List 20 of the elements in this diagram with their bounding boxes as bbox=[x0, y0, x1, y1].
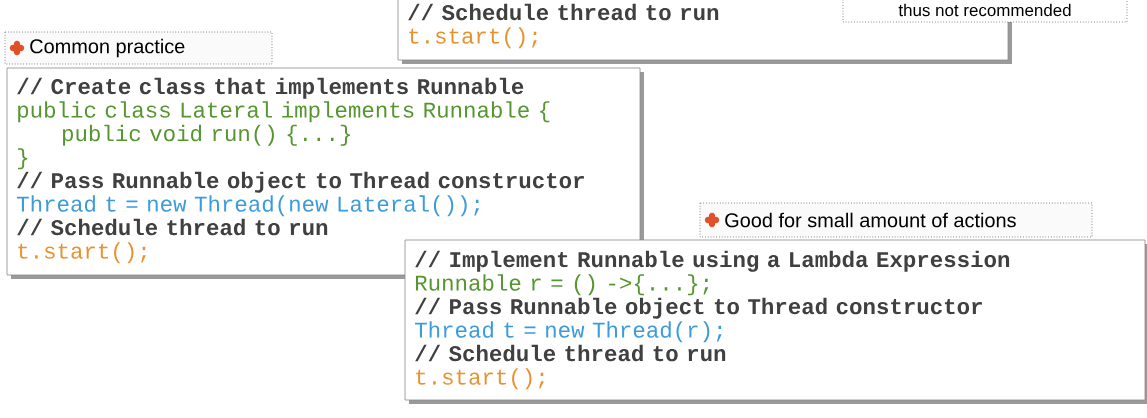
code-line: } bbox=[18, 148, 28, 170]
code-comment: // Schedule thread to run bbox=[415, 344, 726, 362]
code-comment: // Implement Runnable using a Lambda Expression bbox=[415, 250, 1010, 272]
code-comment: // Pass Runnable object to Thread constructor bbox=[17, 171, 584, 193]
code-line: t.start(); bbox=[409, 27, 537, 49]
code-line: t.start(); bbox=[18, 242, 146, 264]
code-line: Runnable r = () ->{...}; bbox=[416, 274, 709, 296]
code-line: Thread t = new Thread(new Lateral()); bbox=[17, 195, 480, 217]
code-comment: // Schedule thread to run bbox=[408, 3, 719, 21]
code-line: public class Lateral implements Runnable { bbox=[18, 101, 550, 123]
callout-box: Common practice bbox=[4, 31, 273, 65]
callout-box: Good for small amount of actions bbox=[699, 202, 1093, 238]
code-line: t.start(); bbox=[416, 368, 544, 390]
code-comment: // Create class that implements Runnable bbox=[17, 77, 524, 99]
code-line: Thread t = new Thread(r); bbox=[415, 321, 722, 343]
code-comment: // Schedule thread to run bbox=[17, 218, 328, 236]
code-comment: // Pass Runnable object to Thread constructor bbox=[415, 297, 982, 319]
note-box: thus not recommended bbox=[842, 0, 1128, 23]
code-line: public void run() {...} bbox=[63, 124, 350, 146]
code-box bbox=[404, 239, 1147, 404]
